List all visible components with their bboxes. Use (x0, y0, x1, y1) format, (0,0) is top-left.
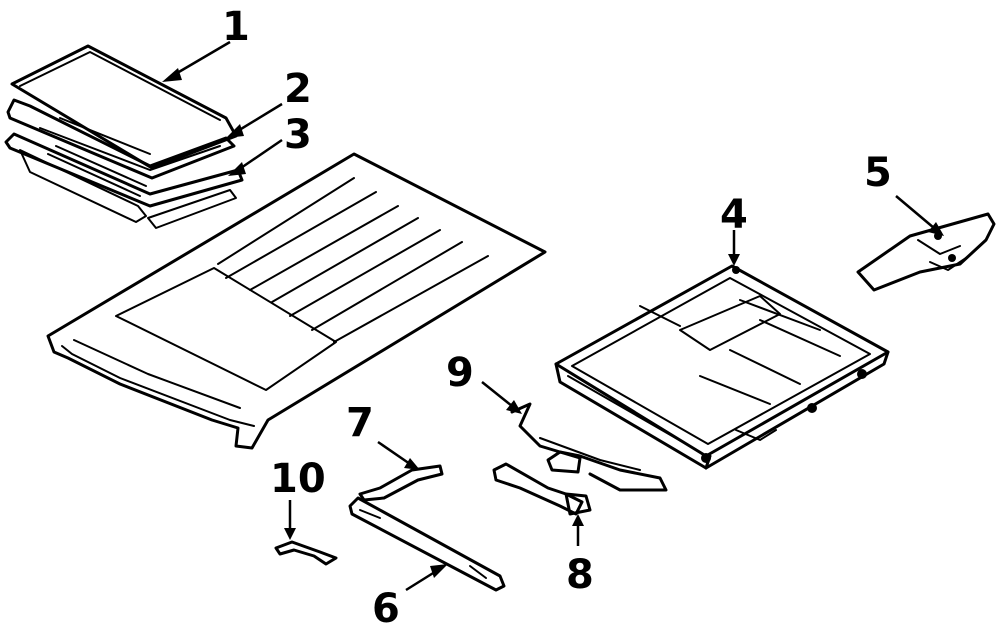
callout-6: 6 (372, 586, 400, 630)
leader-7 (377, 440, 411, 466)
part-5-motor (856, 212, 996, 292)
leader-2 (235, 102, 283, 134)
part-4-housing (554, 264, 890, 470)
callout-9: 9 (446, 350, 474, 396)
leader-6-arrowhead (430, 564, 448, 578)
callout-4: 4 (720, 192, 748, 238)
leader-9-arrowhead (506, 400, 522, 414)
leader-3 (237, 138, 283, 172)
leader-8-arrowhead (572, 514, 584, 526)
leader-9 (481, 381, 513, 407)
callout-3: 3 (284, 112, 312, 158)
leader-10-arrowhead (284, 528, 296, 540)
part-1-glass-panel (10, 44, 238, 170)
leader-lines (162, 40, 944, 592)
part-3-frame (4, 132, 244, 229)
callout-10: 10 (270, 456, 326, 502)
leader-7-arrowhead (404, 458, 420, 470)
leader-4-arrowhead (728, 254, 740, 266)
leader-1 (171, 40, 231, 78)
callout-7: 7 (346, 400, 374, 446)
part-6-guide-rail (348, 496, 506, 592)
leader-5 (895, 195, 935, 229)
leader-2-arrowhead (226, 124, 244, 138)
leader-3-arrowhead (228, 162, 246, 176)
part-8-drive-bracket (492, 462, 592, 516)
leader-1-arrowhead (162, 68, 182, 82)
leader-5-arrowhead (928, 222, 944, 236)
part-9-cable-assembly (510, 402, 668, 492)
roof-panel (46, 152, 547, 450)
callout-1: 1 (222, 4, 250, 50)
part-7-link-arm (358, 464, 444, 502)
callout-8: 8 (566, 552, 594, 598)
sunroof-opening (115, 267, 337, 391)
callout-5: 5 (864, 150, 892, 196)
callout-numbers: 1 2 3 4 5 6 7 8 9 10 (222, 4, 892, 630)
part-10-clip (274, 540, 338, 566)
callout-2: 2 (284, 66, 312, 112)
